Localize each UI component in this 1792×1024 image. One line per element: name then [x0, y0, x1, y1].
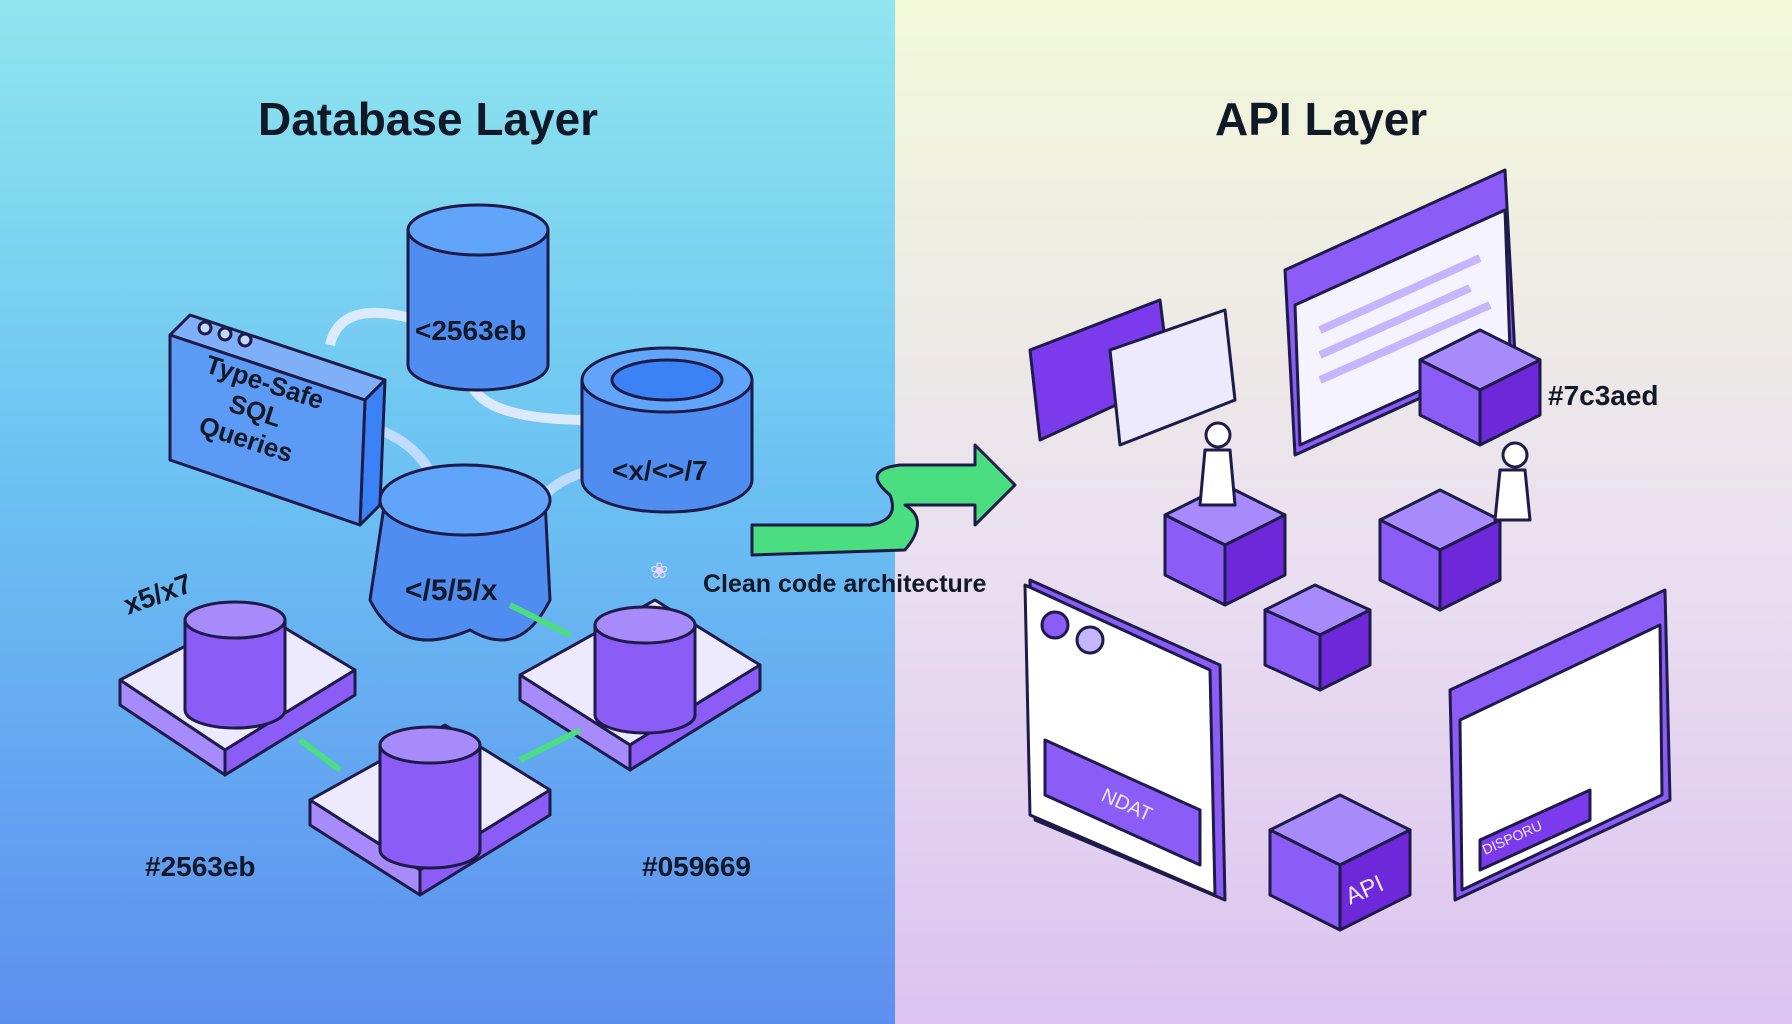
color-label-green: #059669	[642, 851, 751, 882]
green-arrow-icon	[518, 727, 582, 763]
router-box	[1263, 583, 1372, 692]
person-seat-right	[1378, 441, 1532, 612]
color-label-purple: #7c3aed	[1548, 380, 1659, 411]
database-tray-right	[518, 598, 762, 772]
api-block	[1268, 793, 1412, 932]
bug-icon: ❀	[650, 558, 668, 583]
clean-code-caption: Clean code architecture	[703, 570, 987, 598]
green-arrow-icon	[298, 737, 342, 773]
database-layer-title: Database Layer	[258, 93, 599, 145]
transition-arrow-icon	[750, 443, 1017, 557]
database-tray-left	[118, 600, 357, 777]
api-layer-title: API Layer	[1215, 93, 1428, 145]
side-label: x5/x7	[119, 568, 195, 621]
database-cylinder-right	[580, 346, 754, 514]
browser-window-left	[1023, 578, 1227, 902]
cylinder-right-label: <x/<>/7	[612, 455, 708, 486]
database-tray-bottom	[308, 723, 552, 897]
database-cylinder-center	[368, 463, 552, 642]
browser-window-right	[1448, 588, 1672, 902]
ui-card-left	[1028, 298, 1237, 447]
type-safe-sql-queries-panel	[168, 313, 387, 527]
cube-block-top-right	[1418, 328, 1542, 447]
database-cylinder-top	[406, 203, 550, 392]
green-arrow-icon	[508, 602, 572, 638]
color-label-blue: #2563eb	[145, 851, 256, 882]
cylinder-top-label: <2563eb	[415, 315, 526, 346]
person-seat-left	[1163, 421, 1287, 607]
cylinder-center-label: </5/5/x	[405, 574, 498, 607]
